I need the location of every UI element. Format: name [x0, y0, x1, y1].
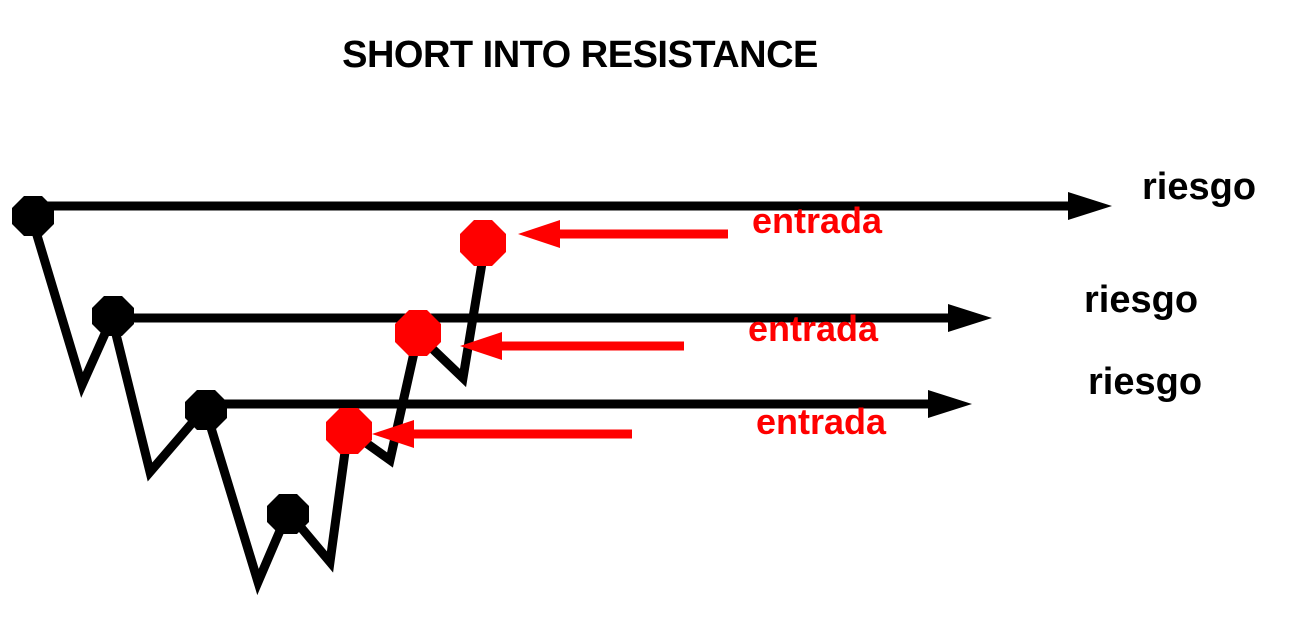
- entry-arrow-3: [372, 420, 632, 448]
- entry-point: [460, 220, 506, 266]
- risk-label-3: riesgo: [1088, 361, 1203, 403]
- swing-high-point: [12, 196, 54, 236]
- swing-high-point: [185, 390, 227, 430]
- risk-line-1: [32, 192, 1112, 220]
- arrowhead-icon: [460, 332, 502, 360]
- entry-arrow-2: [460, 332, 684, 360]
- entry-point: [395, 310, 441, 356]
- diagram-title: SHORT INTO RESISTANCE: [342, 34, 818, 76]
- risk-label-1: riesgo: [1142, 166, 1257, 208]
- entry-label-2: entrada: [748, 308, 879, 349]
- entry-arrow-1: [518, 220, 728, 248]
- arrowhead-icon: [948, 304, 992, 332]
- arrowhead-icon: [518, 220, 560, 248]
- arrowhead-icon: [372, 420, 414, 448]
- entry-point: [326, 408, 372, 454]
- risk-label-2: riesgo: [1084, 279, 1199, 321]
- entry-label-1: entrada: [752, 200, 883, 241]
- risk-line-2: [112, 304, 992, 332]
- swing-high-point: [92, 296, 134, 336]
- entry-label-3: entrada: [756, 401, 887, 442]
- arrowhead-icon: [1068, 192, 1112, 220]
- swing-low-point: [267, 494, 309, 534]
- risk-line-3: [205, 390, 972, 418]
- arrowhead-icon: [928, 390, 972, 418]
- price-path: [25, 210, 490, 596]
